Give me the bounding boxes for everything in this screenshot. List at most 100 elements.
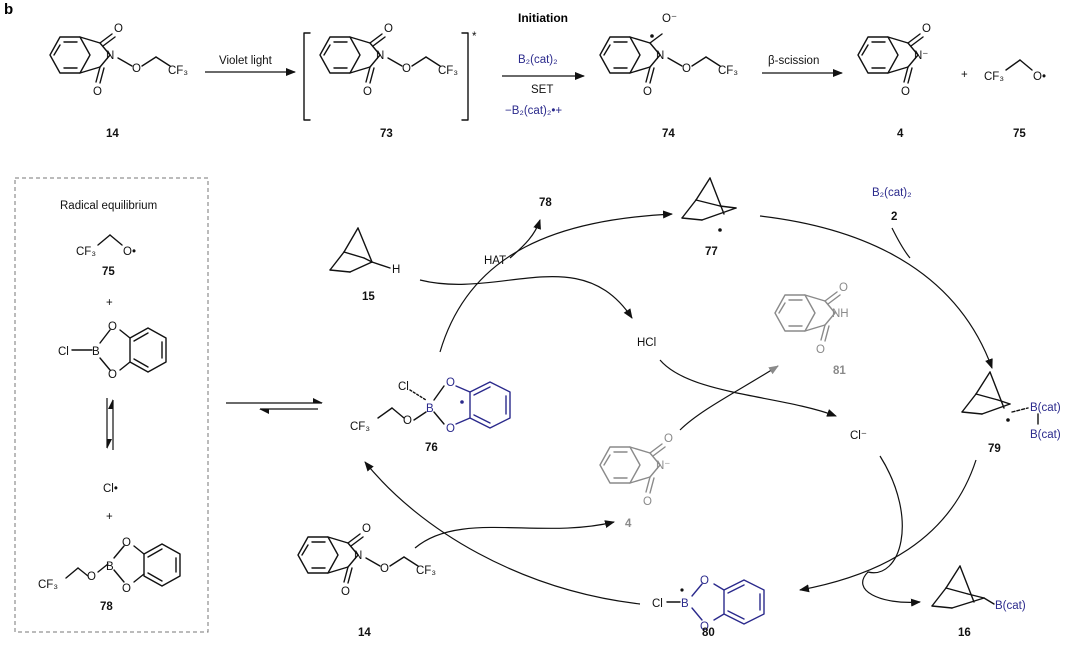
- compound-74-structure: [599, 33, 721, 84]
- atom-cf3: CF₃: [438, 65, 458, 77]
- atom-o: O: [132, 63, 141, 75]
- label-79: 79: [988, 443, 1001, 455]
- arrow-79-to-80: [799, 459, 977, 593]
- excited-star: *: [472, 31, 477, 43]
- compound-79-structure: [961, 371, 1039, 425]
- plus-sign: +: [961, 69, 968, 81]
- atom-o: O: [362, 523, 371, 535]
- arrow-4-to-81: [679, 365, 779, 431]
- atom-o: O: [114, 23, 123, 35]
- atom-cl: Cl: [58, 346, 69, 358]
- label-4-cycle: 4: [625, 518, 632, 530]
- compound-75-structure: [1005, 59, 1033, 71]
- atom-bcat-lower: B(cat): [1030, 429, 1061, 441]
- atom-n: N: [354, 550, 362, 562]
- label-set: SET: [531, 84, 553, 96]
- label-16: 16: [958, 627, 971, 639]
- label-15: 15: [362, 291, 375, 303]
- atom-o: O: [682, 63, 691, 75]
- atom-b: B: [681, 598, 689, 610]
- atom-o: O: [643, 86, 652, 98]
- species-cl-minus: Cl⁻: [850, 430, 867, 442]
- atom-o: O: [403, 415, 412, 427]
- compound-4-structure: [857, 33, 924, 84]
- label-74: 74: [662, 128, 675, 140]
- compound-16-structure: [931, 565, 995, 609]
- label-14-bottom: 14: [358, 627, 371, 639]
- atom-o: O: [839, 282, 848, 294]
- arrow-80-to-76: [364, 461, 641, 605]
- box-plus-2: +: [106, 511, 113, 523]
- radical-equilibrium-box: [14, 177, 209, 633]
- arrow-to-16: [862, 455, 921, 607]
- atom-o: O: [446, 423, 455, 435]
- label-75-box: 75: [102, 266, 115, 278]
- compound-81-structure: [774, 291, 841, 342]
- atom-o: O: [122, 583, 131, 595]
- compound-14-bottom-structure: [297, 533, 419, 584]
- species-hcl: HCl: [637, 337, 656, 349]
- label-78-box: 78: [100, 601, 113, 613]
- arrow-b2cat2-in: [891, 227, 911, 259]
- compound-14-structure: [49, 33, 171, 84]
- atom-o: O: [122, 537, 131, 549]
- arrow-14-to-4: [414, 520, 615, 549]
- atom-o: O: [700, 621, 709, 633]
- atom-n: N: [656, 50, 664, 62]
- atom-o: O: [93, 86, 102, 98]
- atom-o: O: [901, 86, 910, 98]
- label-hat: HAT: [484, 255, 506, 267]
- label-78-cycle: 78: [539, 197, 552, 209]
- atom-o: O: [816, 344, 825, 356]
- label-4-top: 4: [897, 128, 904, 140]
- atom-n: N: [106, 50, 114, 62]
- atom-o: O: [402, 63, 411, 75]
- atom-o-radical: O•: [1033, 71, 1046, 83]
- atom-b: B: [106, 561, 114, 573]
- atom-o: O: [380, 563, 389, 575]
- atom-o: O: [643, 496, 652, 508]
- box-title: Radical equilibrium: [60, 200, 157, 212]
- bracket-left: [303, 32, 311, 121]
- compound-73-structure: [319, 33, 441, 84]
- label-minus-b2cat2: −B₂(cat)₂•+: [505, 105, 562, 117]
- atom-o: O: [700, 575, 709, 587]
- compound-4-cycle-structure: [599, 443, 666, 494]
- atom-cf3: CF₃: [76, 246, 96, 258]
- atom-nh: NH: [832, 308, 849, 320]
- label-2: 2: [891, 211, 897, 223]
- atom-o: O: [108, 321, 117, 333]
- compound-15-structure: [329, 227, 391, 273]
- atom-n-minus: N⁻: [656, 460, 670, 472]
- atom-bcat-upper: B(cat): [1030, 402, 1061, 414]
- atom-o: O: [363, 86, 372, 98]
- initiation-title: Initiation: [518, 11, 568, 25]
- compound-80-structure: [666, 579, 765, 625]
- atom-o: O: [341, 586, 350, 598]
- label-73: 73: [380, 128, 393, 140]
- atom-cf3: CF₃: [984, 71, 1004, 83]
- atom-o-minus: O⁻: [662, 13, 677, 25]
- atom-o-radical: O•: [123, 246, 136, 258]
- arrow-hat-to-hcl: [419, 276, 633, 319]
- clbcat-structure: [71, 327, 167, 373]
- compound-76-structure: [377, 381, 511, 429]
- arrow-77-to-79: [759, 215, 993, 369]
- atom-o: O: [87, 571, 96, 583]
- label-b2cat2-reagent: B₂(cat)₂: [518, 54, 558, 66]
- atom-h: H: [392, 264, 400, 276]
- label-beta-scission: β-scission: [768, 55, 819, 67]
- atom-b: B: [426, 403, 434, 415]
- atom-cf3: CF₃: [350, 421, 370, 433]
- atom-b: B: [92, 346, 100, 358]
- panel-letter: b: [4, 1, 13, 18]
- label-81: 81: [833, 365, 846, 377]
- bracket-right: [461, 32, 469, 121]
- arrow-76-to-77: [439, 210, 673, 353]
- atom-o: O: [922, 23, 931, 35]
- atom-o: O: [108, 369, 117, 381]
- label-14-top: 14: [106, 128, 119, 140]
- arrow-hcl-to-cl-minus: [659, 359, 837, 417]
- atom-cl: Cl: [398, 381, 409, 393]
